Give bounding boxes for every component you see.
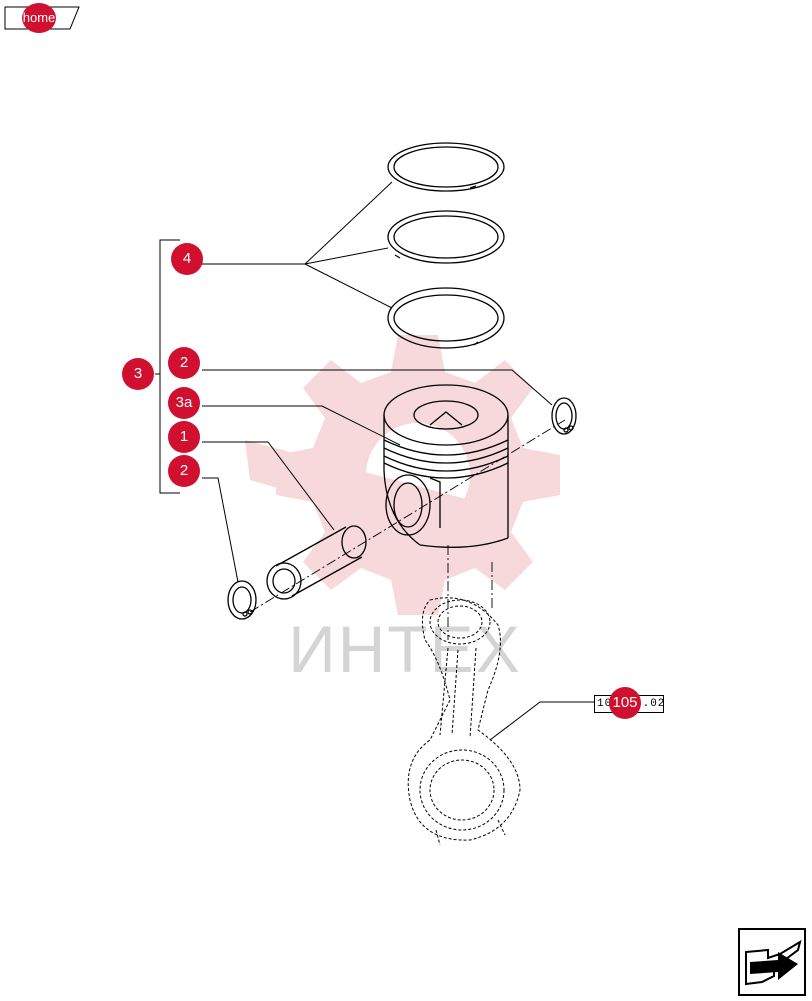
home-button[interactable]: home — [4, 3, 80, 33]
arrow-next-icon — [738, 928, 806, 996]
callout-ring-set[interactable]: 4 — [171, 243, 203, 275]
piston-ring-top — [387, 142, 505, 192]
callout-circlip-lower[interactable]: 2 — [168, 455, 200, 487]
piston-pin — [266, 525, 367, 600]
next-page-button[interactable] — [738, 928, 806, 996]
circlip-upper — [551, 397, 577, 435]
callout-piston[interactable]: 3a — [168, 387, 200, 419]
leader-lines — [155, 181, 596, 741]
axis-lines — [249, 419, 566, 640]
callout-circlip-upper[interactable]: 2 — [168, 347, 200, 379]
callout-piston-kit[interactable]: 3 — [122, 358, 154, 390]
piston-ring-bottom — [387, 287, 505, 349]
piston-body — [383, 384, 509, 548]
circlip-lower — [227, 580, 257, 620]
piston-ring-middle — [387, 210, 505, 264]
reference-badge[interactable]: 105 — [609, 687, 641, 719]
watermark-text: ИНТЕХ — [288, 612, 521, 686]
callout-piston-pin[interactable]: 1 — [168, 421, 200, 453]
connecting-rod — [407, 597, 521, 846]
home-label: home — [22, 3, 56, 33]
